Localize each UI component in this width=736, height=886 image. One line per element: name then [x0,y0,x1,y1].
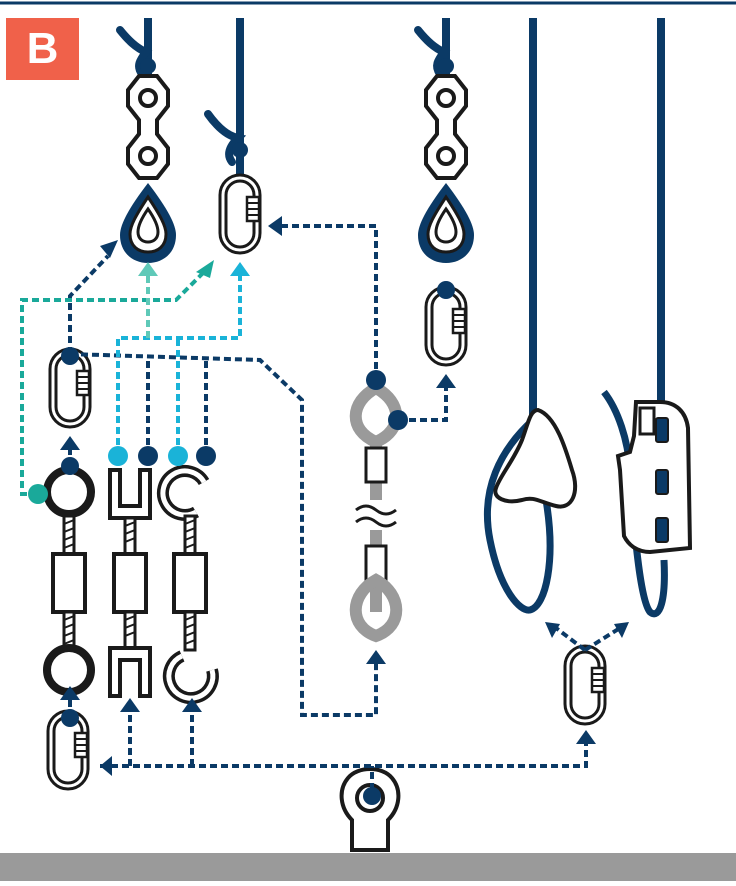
carabiner-icon [429,290,465,362]
thimble-eye-icon [118,181,178,265]
rope-icon [116,18,668,618]
rope-grab-icon [493,407,578,509]
turnbuckle-hook-hook-icon [156,465,219,705]
arrow-head-icon [60,216,629,776]
anchor-eye-bolt-icon [339,767,401,852]
turnbuckle-jaw-jaw-icon [108,468,152,698]
connection-point-icon [28,281,455,805]
panel-badge-bg [6,18,79,80]
panel-label: B [26,24,59,73]
wire-rope-sling-icon [349,381,403,643]
connection-lines [20,224,622,790]
footer-bar [0,853,736,881]
carabiner-icon [223,178,259,250]
turnbuckle-eye-eye-icon [43,466,95,696]
carabiner-icon [568,649,604,721]
rope-clamp-icon [424,74,468,180]
rope-grab-icon [615,400,693,555]
rope-clamp-icon [126,74,170,180]
thimble-eye-icon [416,181,476,265]
